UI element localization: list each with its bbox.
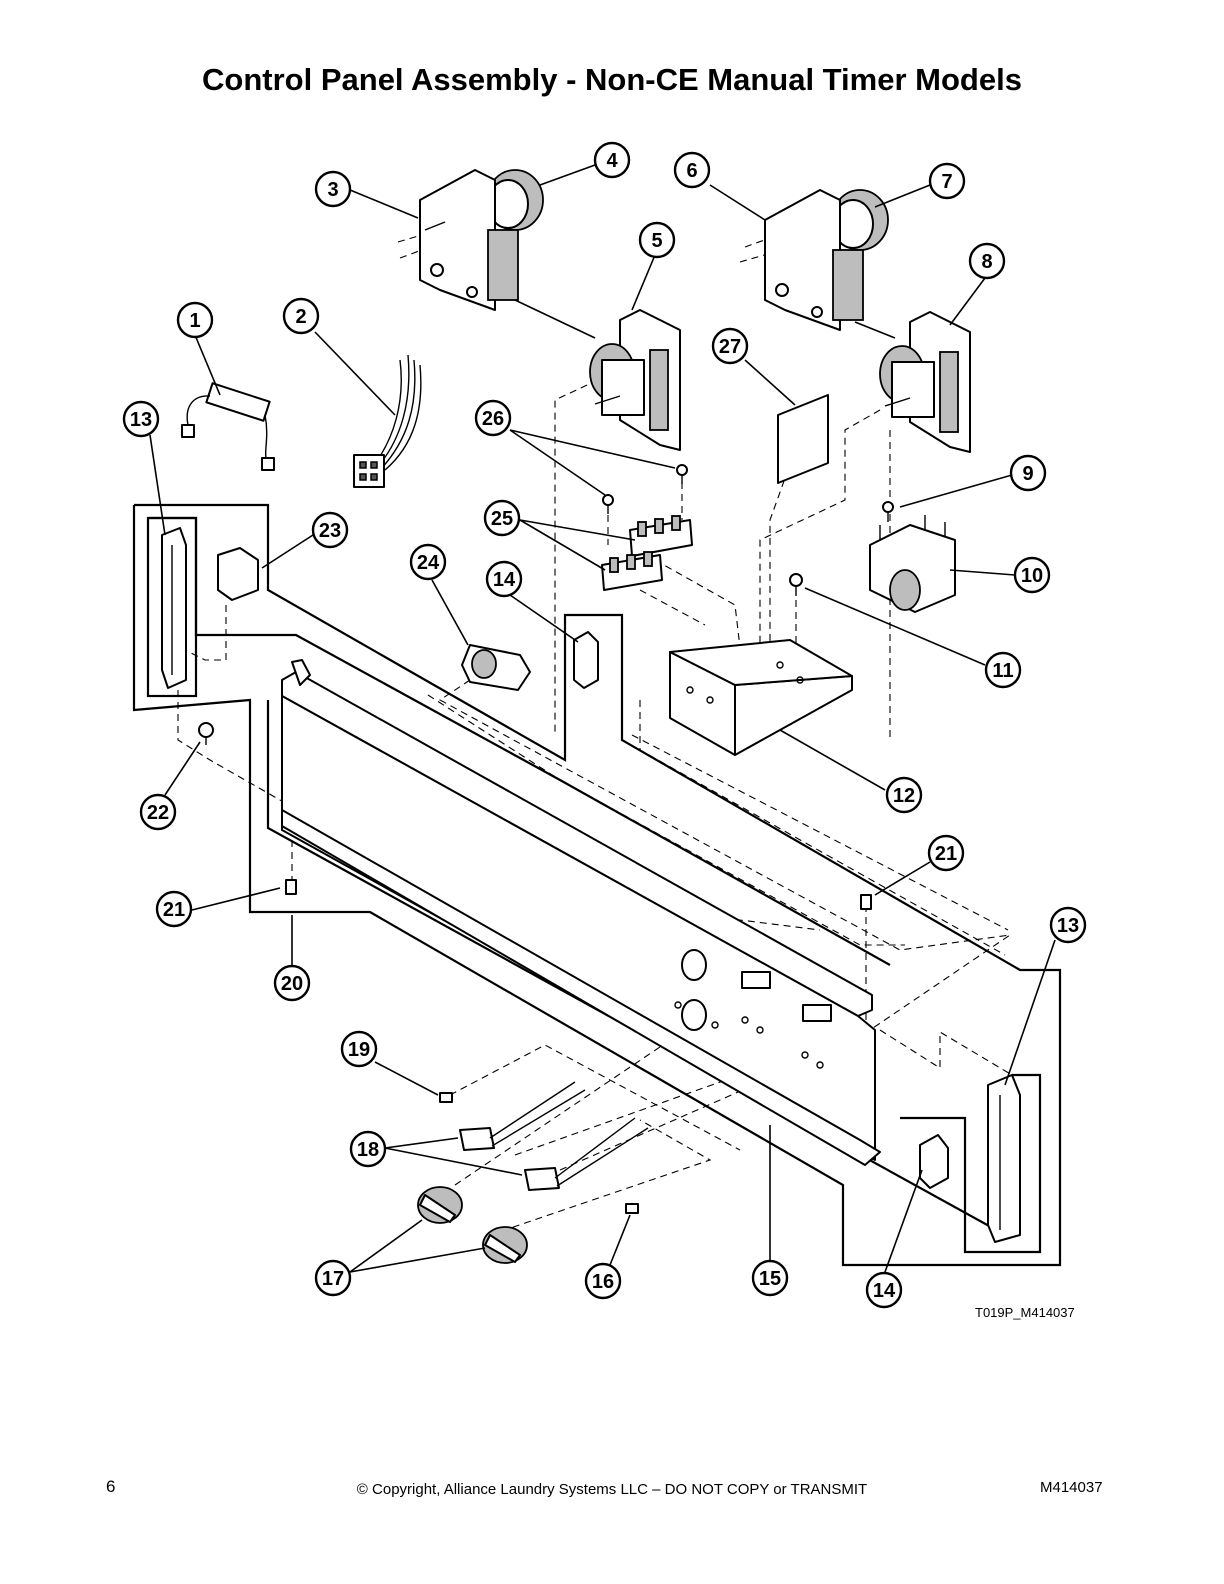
part-1-cord-assembly	[181, 382, 275, 471]
callout-8: 8	[968, 242, 1006, 280]
part-25-terminal-blocks	[601, 515, 693, 591]
document-number: M414037	[1040, 1479, 1103, 1496]
part-2-wire-harness	[353, 354, 422, 488]
svg-text:14: 14	[873, 1280, 896, 1302]
part-24-switch	[461, 644, 531, 691]
svg-text:8: 8	[981, 251, 992, 273]
part-15-control-panel	[281, 695, 881, 1166]
svg-text:7: 7	[941, 171, 952, 193]
copyright-notice: © Copyright, Alliance Laundry Systems LL…	[356, 1481, 868, 1498]
svg-text:13: 13	[1057, 915, 1079, 937]
part-13-end-bracket-left	[161, 527, 187, 689]
part-6-7-timer-right	[764, 189, 889, 331]
svg-text:19: 19	[348, 1039, 370, 1061]
page-title: Control Panel Assembly - Non-CE Manual T…	[202, 62, 1022, 97]
svg-text:1: 1	[189, 310, 200, 332]
part-22-screw	[198, 722, 214, 745]
part-14-clip-upper	[573, 631, 599, 689]
callout-5: 5	[638, 221, 676, 259]
part-12-mounting-bracket	[669, 639, 853, 756]
callout-6: 6	[673, 151, 711, 189]
callout-20: 20	[273, 964, 311, 1002]
svg-text:9: 9	[1022, 463, 1033, 485]
callout-26: 26	[474, 399, 512, 437]
part-27-label-card	[777, 394, 829, 484]
callout-4: 4	[593, 141, 631, 179]
svg-text:22: 22	[147, 802, 169, 824]
callout-2: 2	[282, 297, 320, 335]
svg-text:4: 4	[606, 150, 618, 172]
svg-text:21: 21	[163, 899, 185, 921]
svg-text:11: 11	[992, 660, 1013, 682]
callout-24: 24	[409, 543, 447, 581]
callout-11: 11	[984, 651, 1022, 689]
callout-22: 22	[139, 793, 177, 831]
assembly-group-outlines	[132, 503, 1062, 1267]
callout-9: 9	[1009, 454, 1047, 492]
svg-text:12: 12	[893, 785, 915, 807]
callout-15: 15	[751, 1259, 789, 1297]
callout-leader-lines	[149, 164, 1056, 1273]
part-3-4-timer-left	[419, 169, 544, 311]
part-21-screw-left	[285, 879, 297, 895]
svg-text:24: 24	[417, 552, 440, 574]
part-11-screw	[789, 573, 803, 596]
part-23-bracket	[217, 547, 259, 601]
part-9-screw	[882, 501, 894, 522]
part-14-clip-lower	[919, 1134, 949, 1189]
callout-14-lower: 14	[865, 1271, 903, 1309]
callout-18: 18	[349, 1130, 387, 1168]
callout-17: 17	[314, 1259, 352, 1297]
svg-text:13: 13	[130, 409, 152, 431]
part-26-screws	[602, 464, 688, 514]
callout-21-left: 21	[155, 890, 193, 928]
svg-text:3: 3	[327, 179, 338, 201]
svg-text:26: 26	[482, 408, 504, 430]
svg-text:25: 25	[491, 508, 513, 530]
part-8-timer-motor-right	[879, 311, 971, 453]
callout-1: 1	[176, 301, 214, 339]
svg-text:15: 15	[759, 1268, 781, 1290]
callout-13-left: 13	[122, 400, 160, 438]
svg-text:18: 18	[357, 1139, 379, 1161]
part-13-end-bracket-right	[987, 1074, 1021, 1243]
callout-23: 23	[311, 511, 349, 549]
svg-text:6: 6	[686, 160, 697, 182]
callout-10: 10	[1013, 556, 1051, 594]
svg-text:27: 27	[719, 336, 741, 358]
svg-text:23: 23	[319, 520, 341, 542]
callout-12: 12	[885, 776, 923, 814]
callout-3: 3	[314, 170, 352, 208]
part-10-relay	[869, 515, 956, 613]
svg-text:2: 2	[295, 306, 306, 328]
svg-text:14: 14	[493, 569, 516, 591]
callout-19: 19	[340, 1030, 378, 1068]
part-16-screw	[625, 1203, 639, 1214]
svg-text:20: 20	[281, 973, 303, 995]
drawing-code: T019P_M414037	[975, 1305, 1075, 1320]
part-18-indicator-lamps	[459, 1081, 649, 1191]
svg-text:16: 16	[592, 1271, 614, 1293]
svg-text:10: 10	[1021, 565, 1043, 587]
callout-27: 27	[711, 327, 749, 365]
callout-16: 16	[584, 1262, 622, 1300]
callout-7: 7	[928, 162, 966, 200]
callout-21-right: 21	[927, 834, 965, 872]
part-17-knobs	[417, 1186, 528, 1264]
svg-text:17: 17	[322, 1268, 344, 1290]
part-5-timer-motor-left	[589, 309, 681, 451]
callout-25: 25	[483, 499, 521, 537]
part-21-screw-right	[860, 894, 872, 910]
page-number: 6	[106, 1477, 116, 1496]
part-19-screw	[439, 1092, 453, 1103]
svg-text:21: 21	[935, 843, 957, 865]
svg-text:5: 5	[651, 230, 662, 252]
timer-coupling-arrows	[514, 299, 896, 339]
callout-14-upper: 14	[485, 560, 523, 598]
callout-13-right: 13	[1049, 906, 1087, 944]
